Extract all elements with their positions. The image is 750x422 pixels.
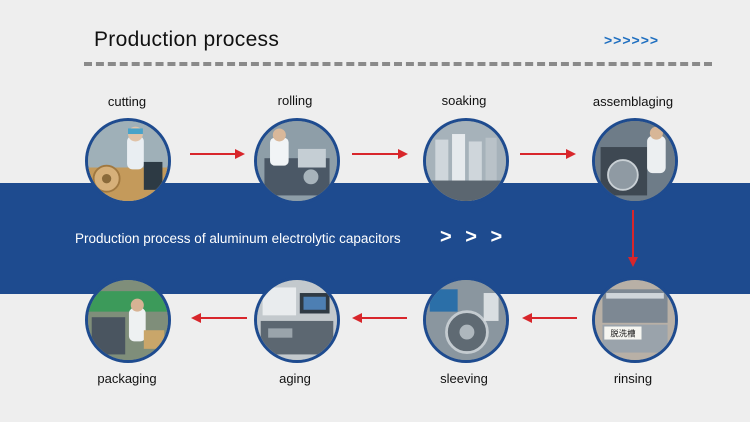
photo-soaking — [423, 118, 509, 204]
rinsing-sign-text: 脱洗槽 — [610, 329, 636, 339]
dashed-divider — [84, 62, 712, 66]
aging-equipment-icon — [257, 280, 337, 360]
step-label-assemblaging: assemblaging — [592, 94, 674, 109]
photo-sleeving — [423, 277, 509, 363]
band-caption: Production process of aluminum electroly… — [75, 231, 401, 246]
step-label-aging: aging — [279, 371, 311, 386]
step-label-soaking: soaking — [441, 93, 487, 108]
page-title: Production process — [94, 28, 280, 51]
chevrons-decoration: >>>>>> — [604, 32, 660, 48]
step-label-sleeving: sleeving — [440, 371, 488, 386]
step-label-rinsing: rinsing — [613, 371, 653, 386]
factory-worker-cutting-icon — [88, 121, 168, 201]
step-label-rolling: rolling — [277, 93, 313, 108]
band-chevrons: > > > — [440, 226, 507, 248]
photo-cutting — [85, 118, 171, 204]
soaking-tanks-icon — [426, 121, 506, 201]
photo-packaging — [85, 277, 171, 363]
rinsing-tank-icon: 脱洗槽 — [595, 280, 675, 360]
step-label-cutting: cutting — [107, 94, 147, 109]
step-label-packaging: packaging — [97, 371, 157, 386]
assembly-machine-icon — [595, 121, 675, 201]
winding-machine-icon — [257, 121, 337, 201]
packaging-worker-icon — [88, 280, 168, 360]
sleeving-machine-icon — [426, 280, 506, 360]
photo-rinsing: 脱洗槽 — [592, 277, 678, 363]
photo-assemblaging — [592, 118, 678, 204]
photo-aging — [254, 277, 340, 363]
photo-rolling — [254, 118, 340, 204]
